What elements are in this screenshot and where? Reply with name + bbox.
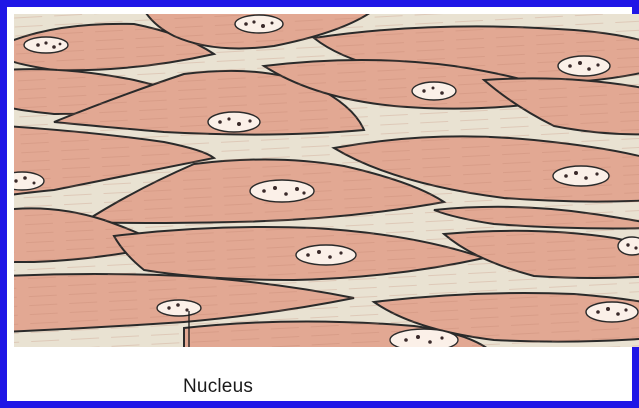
- nucleus: [157, 300, 201, 316]
- nucleus: [296, 245, 356, 265]
- nucleus: [235, 15, 283, 33]
- striation-texture: [14, 14, 639, 347]
- nucleus: [208, 112, 260, 132]
- nucleus-label: Nucleus: [183, 376, 253, 398]
- nucleus: [250, 180, 314, 202]
- nucleus: [586, 302, 638, 322]
- nucleus: [558, 56, 610, 76]
- nucleus: [24, 37, 68, 53]
- nucleus: [390, 329, 458, 347]
- muscle-tissue-illustration: [14, 14, 639, 347]
- nucleus: [553, 166, 609, 186]
- nucleus: [412, 82, 456, 100]
